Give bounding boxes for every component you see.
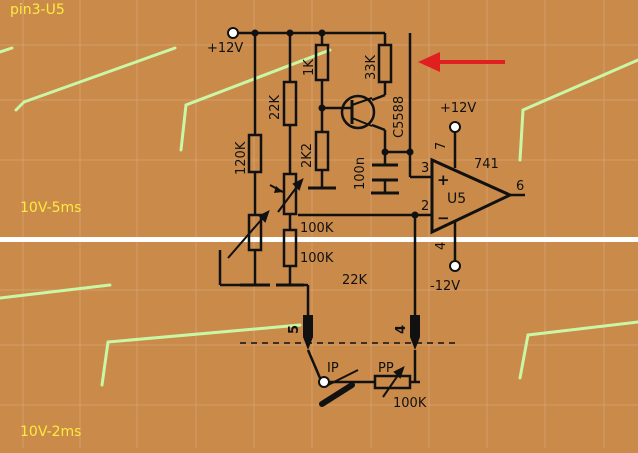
scope-mid-label: 10V-5ms [20,200,82,216]
resistor-100k-low [282,228,298,268]
screen-divider [0,237,638,242]
opamp-ref-label: U5 [447,191,466,207]
scope-bottom-label: 10V-2ms [20,424,82,440]
r-33k-label: 33K [364,54,379,80]
bottom-traces [0,283,638,387]
supply-pos-label: +12V [207,41,243,56]
ip-wire [327,369,359,386]
transistor-c5588 [340,94,376,130]
ground-symbols [240,186,399,287]
pot-100k-mid-label: 100K [300,221,334,236]
pot-arrows [227,178,405,398]
minus-sign: − [437,209,450,227]
resistor-33k [377,43,393,84]
scope-top-label: pin3-U5 [10,2,65,18]
r-100k-low-label: 100K [300,251,334,266]
r-1k-label: 1K [302,59,317,76]
resistor-22k [282,80,298,127]
top-traces [0,46,638,162]
opamp-triangle [430,157,514,235]
pin-2-label: 2 [421,199,429,214]
opamp-type-label: 741 [474,157,499,172]
pot-100k-pp-label: 100K [393,396,427,411]
c-100n-label: 100n [353,157,368,190]
resistor-2k2 [314,130,330,172]
r-22k-label: 22K [268,94,283,120]
resistor-120k [247,133,263,174]
terminal-opamp-pos [449,121,461,133]
pin-3-label: 3 [421,161,429,176]
terminal-12v [227,27,239,39]
conn-4-label: 4 [394,325,409,334]
pin-4-label: 4 [434,242,449,250]
pot-100k-mid [282,172,298,216]
r-2k2-label: 2K2 [300,143,315,168]
red-arrow [418,52,505,72]
pin-6-label: 6 [516,179,524,194]
terminal-opamp-neg [449,260,461,272]
transistor-label: C5588 [392,96,407,138]
plus-sign: + [437,171,450,189]
junction-dots [251,29,419,219]
ip-probe [319,382,355,407]
connectors [303,315,420,350]
supply-neg-label: -12V [430,279,460,294]
terminals [227,27,461,388]
conn-5-label: 5 [287,325,302,334]
terminal-ip [318,376,330,388]
resistors [247,43,412,390]
pp-label: PP [378,361,394,376]
resistor-1k [314,43,330,82]
pin-7-label: 7 [434,142,449,150]
supply-pos-opamp-label: +12V [440,101,476,116]
pot-pp [373,374,412,390]
r-120k-label: 120K [234,141,249,175]
capacitor-100n [372,163,398,182]
ip-label: IP [327,361,339,376]
r-22k-low-label: 22K [342,273,368,288]
